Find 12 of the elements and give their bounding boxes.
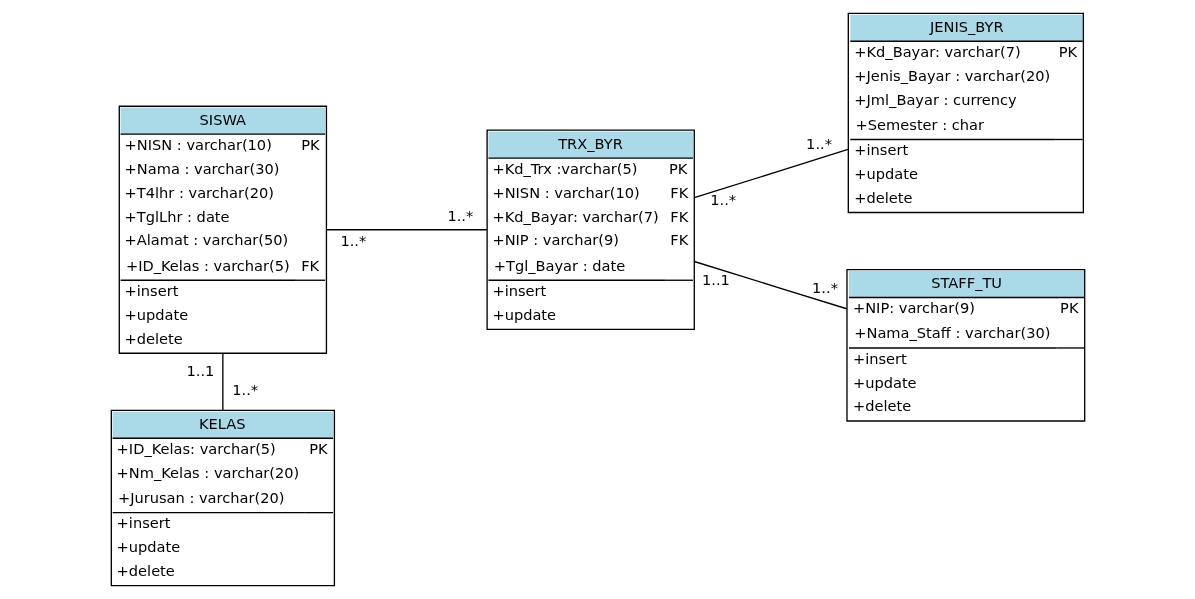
label: 1..1 — [701, 270, 730, 288]
label: 1..1 — [186, 362, 214, 379]
label: 1..* — [339, 231, 366, 249]
label: 1..* — [805, 135, 832, 153]
label: 1..* — [231, 381, 258, 399]
label: 1..* — [811, 278, 838, 296]
connector — [325, 229, 487, 231]
connector — [693, 260, 847, 310]
label: 1..* — [709, 191, 736, 209]
label: 1..* — [446, 207, 473, 225]
connector — [693, 148, 849, 199]
connector — [221, 352, 224, 411]
